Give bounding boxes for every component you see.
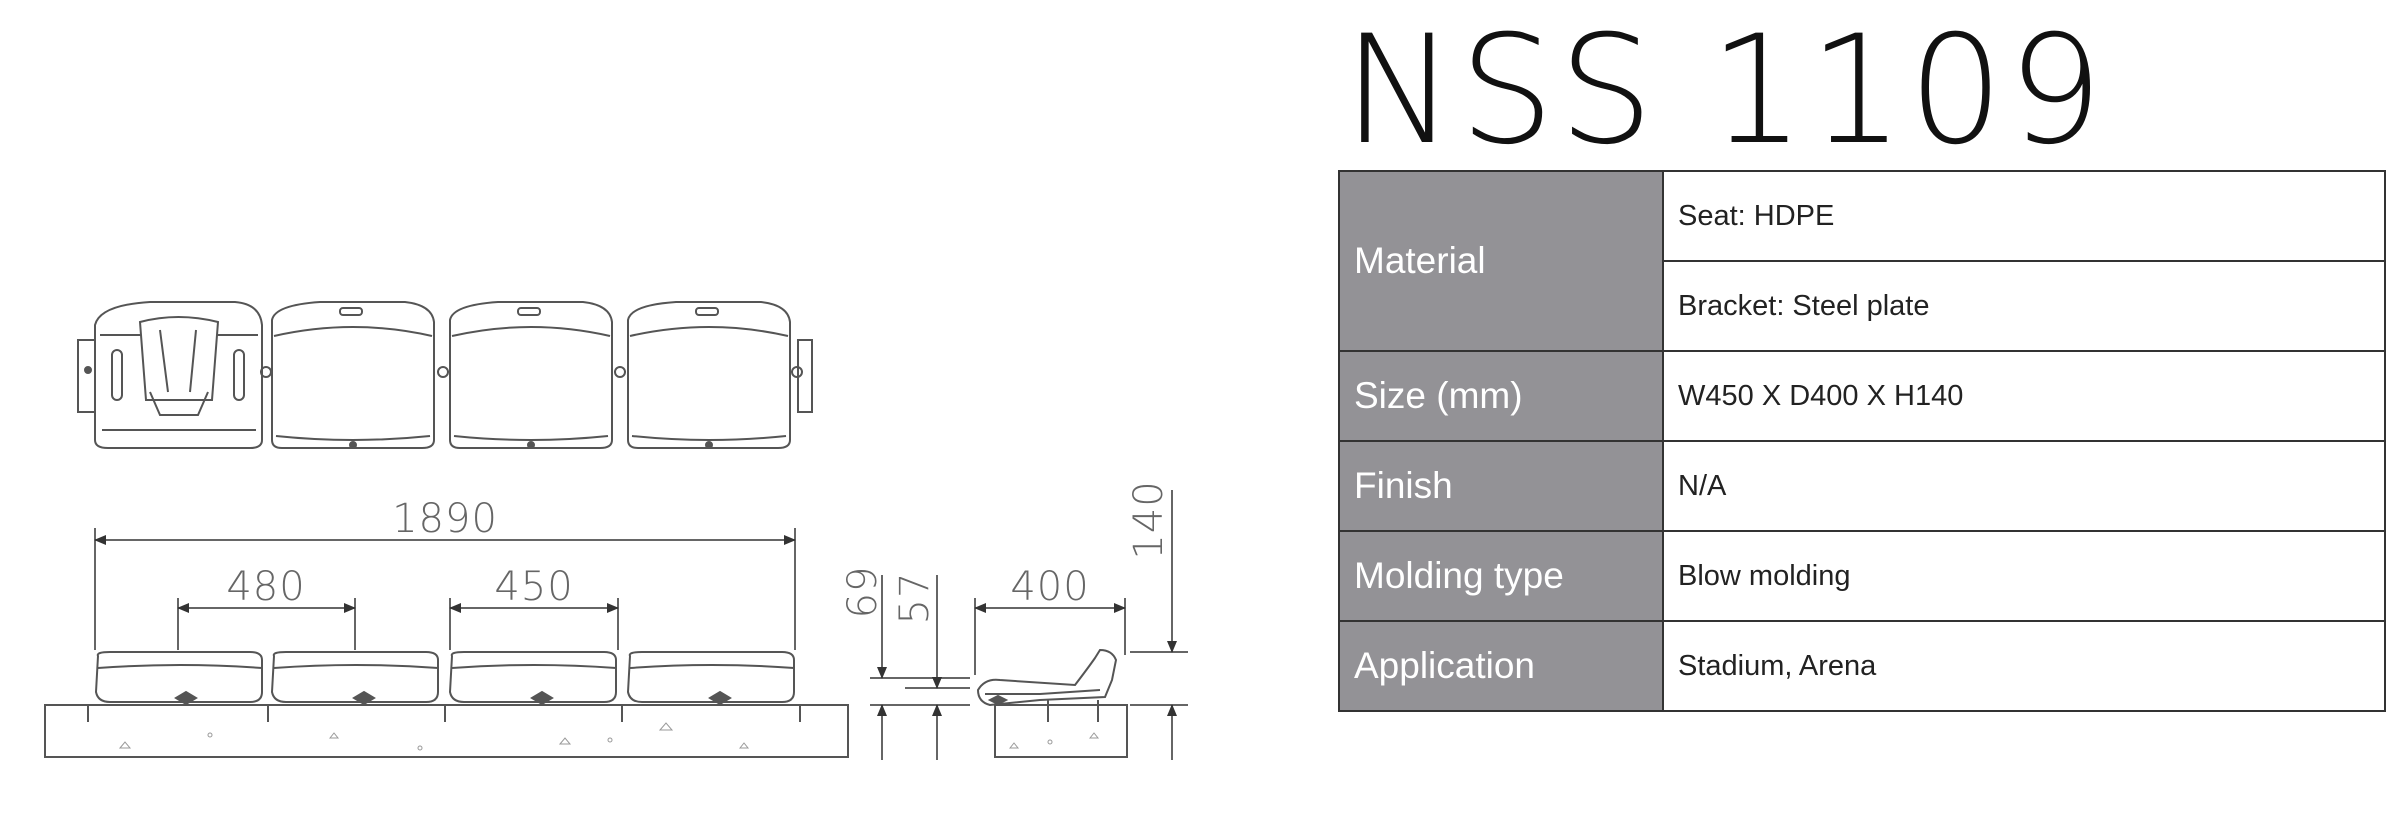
side-view xyxy=(976,648,1128,758)
spec-value-size: W450 X D400 X H140 xyxy=(1662,350,2386,442)
dim-seat-height: 140 xyxy=(1126,480,1172,559)
spec-value-material-seat: Seat: HDPE xyxy=(1662,170,2386,262)
spec-label-molding: Molding type xyxy=(1338,530,1664,622)
spec-value-application: Stadium, Arena xyxy=(1662,620,2386,712)
spec-row-application: Application Stadium, Arena xyxy=(1338,620,2386,712)
front-dimensions xyxy=(94,528,796,650)
spec-label-material: Material xyxy=(1338,170,1664,352)
spec-table: Material Seat: HDPE Bracket: Steel plate… xyxy=(1338,170,2386,712)
dim-overall-width: 1890 xyxy=(392,496,498,542)
dim-height-57: 57 xyxy=(892,572,938,625)
side-dimensions xyxy=(870,490,1188,760)
seat-technical-drawing: 1890 480 450 xyxy=(44,301,1188,760)
spec-row-finish: Finish N/A xyxy=(1338,440,2386,532)
top-view xyxy=(77,301,813,449)
spec-label-finish: Finish xyxy=(1338,440,1664,532)
spec-label-size: Size (mm) xyxy=(1338,350,1664,442)
spec-row-material-seat: Material Seat: HDPE xyxy=(1338,170,2386,352)
spec-row-molding: Molding type Blow molding xyxy=(1338,530,2386,622)
dim-seat-width: 450 xyxy=(494,564,573,610)
spec-value-molding: Blow molding xyxy=(1662,530,2386,622)
spec-value-finish: N/A xyxy=(1662,440,2386,532)
spec-row-material-bracket: Bracket: Steel plate xyxy=(1339,260,2386,352)
dim-height-69: 69 xyxy=(840,566,886,619)
dim-seat-depth: 400 xyxy=(1010,564,1089,610)
spec-label-application: Application xyxy=(1338,620,1664,712)
dim-seat-pitch: 480 xyxy=(226,564,305,610)
front-view xyxy=(44,651,849,758)
spec-row-size: Size (mm) W450 X D400 X H140 xyxy=(1338,350,2386,442)
spec-value-material-bracket: Bracket: Steel plate xyxy=(1662,260,2386,352)
product-title: NSS 1109 xyxy=(1343,4,2108,178)
